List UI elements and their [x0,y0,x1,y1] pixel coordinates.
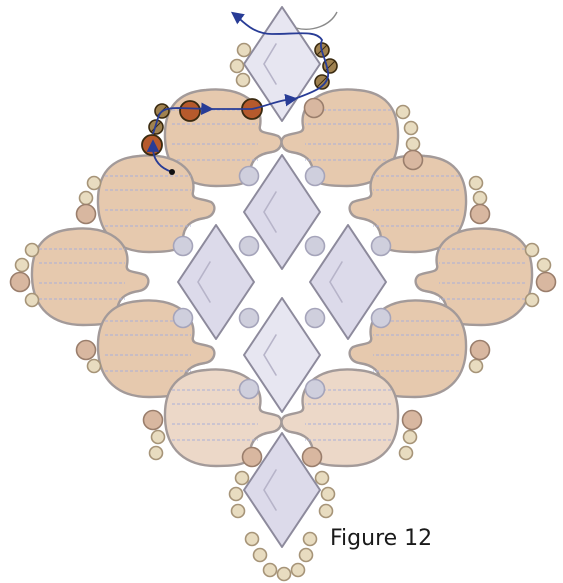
seed-bead [148,445,164,461]
seed-bead [252,547,268,563]
seed-bead [298,547,314,563]
gray-pearl-bead [370,307,392,329]
thread-paths [146,11,338,175]
round-beads [9,42,557,582]
seed-bead [235,72,251,88]
diamond-bead [309,224,387,340]
diamond-outline [243,6,321,122]
seed-bead [228,486,244,502]
accent-seed-bead [469,203,491,225]
seed-bead [262,562,278,578]
diamond-bead [243,154,321,270]
petal-bead [96,154,216,254]
seed-bead [536,257,552,273]
seed-bead [86,175,102,191]
accent-seed-bead [469,339,491,361]
gray-pearl-bead [172,307,194,329]
seed-bead [150,429,166,445]
seed-bead [320,486,336,502]
diamond-facet [263,43,277,85]
seed-bead [78,190,94,206]
seed-bead [318,503,334,519]
path-accent-bead [141,134,163,156]
accent-seed-bead [401,409,423,431]
seed-bead [524,242,540,258]
seed-bead [524,292,540,308]
seed-bead [24,292,40,308]
accent-seed-bead [75,339,97,361]
diamond-outline [243,297,321,413]
seed-bead [403,120,419,136]
seed-bead [24,242,40,258]
figure-label: Figure 12 [330,526,433,551]
accent-seed-bead [9,271,31,293]
petal-bead [414,227,534,327]
gray-pearl-bead [304,235,326,257]
seed-bead [230,503,246,519]
seed-bead [468,358,484,374]
thread-segment [230,11,329,100]
accent-seed-bead [241,446,263,468]
seed-bead [290,562,306,578]
gray-pearl-bead [304,378,326,400]
thread-tail [295,11,338,30]
diamond-outline [309,224,387,340]
seed-bead [244,531,260,547]
seed-bead [302,531,318,547]
seed-bead [229,58,245,74]
gray-pearl-bead [238,378,260,400]
bead-hole-line [316,76,328,88]
petal-bead [30,227,150,327]
seed-bead [86,358,102,374]
diamond-bead [243,432,321,548]
accent-seed-bead [402,149,424,171]
gray-pearl-bead [238,165,260,187]
seed-bead [405,136,421,152]
seed-bead [236,42,252,58]
accent-seed-bead [142,409,164,431]
accent-seed-bead [535,271,557,293]
needle-start-dot [169,169,175,175]
accent-seed-bead [303,97,325,119]
diamond-outline [177,224,255,340]
seed-bead [314,470,330,486]
gray-pearl-bead [238,307,260,329]
accent-seed-bead [75,203,97,225]
diamond-outline [243,154,321,270]
accent-seed-bead [301,446,323,468]
seed-bead [234,470,250,486]
seed-bead [468,175,484,191]
diamond-bead [177,224,255,340]
diamond-facet [197,261,211,303]
gray-pearl-bead [172,235,194,257]
seed-bead [472,190,488,206]
gray-pearl-bead [304,307,326,329]
gray-pearl-bead [370,235,392,257]
thread-segment [146,139,173,173]
diamond-bead [243,297,321,413]
seed-bead [276,566,292,582]
diamond-facet [329,261,343,303]
thread-segment [152,102,214,135]
diamond-facet [263,191,277,233]
diamond-facet [263,334,277,376]
petal-bead [348,154,468,254]
seed-bead [14,257,30,273]
seed-bead [395,104,411,120]
diamond-facet [263,469,277,511]
gray-pearl-bead [238,235,260,257]
seed-bead [402,429,418,445]
seed-bead [398,445,414,461]
diamond-outline [243,432,321,548]
diamond-bead [243,6,321,122]
gray-pearl-bead [304,165,326,187]
thread-segment [212,93,298,110]
diamond-beads [177,6,387,548]
path-accent-bead [179,100,201,122]
